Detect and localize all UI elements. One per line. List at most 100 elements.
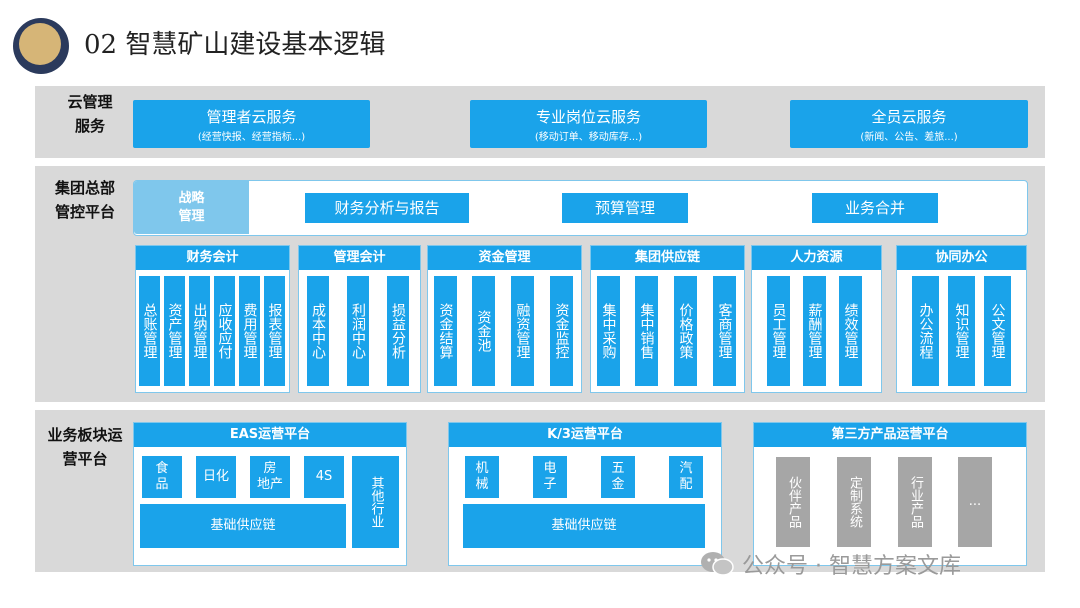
platform-third-party-head: 第三方产品运营平台	[754, 423, 1026, 447]
module-fund-monitoring[interactable]: 资金监控	[550, 276, 573, 386]
module-knowledge[interactable]: 知识管理	[948, 276, 975, 386]
module-profit-center[interactable]: 利润中心	[347, 276, 369, 386]
group-management-accounting: 管理会计 成本中心 利润中心 损益分析	[298, 245, 421, 393]
module-central-sales[interactable]: 集中销售	[635, 276, 658, 386]
platform-k3: K/3运营平台 机 械 电 子 五 金 汽 配 基础供应链	[448, 422, 722, 566]
group-head: 协同办公	[897, 246, 1026, 270]
module-report[interactable]: 报表管理	[264, 276, 285, 386]
cloud-label-line1: 云管理	[67, 93, 113, 111]
hq-item-financial-analysis[interactable]: 财务分析与报告	[305, 193, 469, 223]
group-financial-accounting: 财务会计 总账管理 资产管理 出纳管理 应收应付 费用管理 报表管理	[135, 245, 290, 393]
strategy-line2: 管理	[178, 209, 205, 224]
watermark: 公众号 · 智慧方案文库	[700, 548, 961, 580]
industry-4s-line1: 4S	[315, 469, 333, 484]
module-pricing-policy[interactable]: 价格政策	[674, 276, 697, 386]
industry-machinery[interactable]: 机 械	[465, 456, 499, 498]
cloud-service-professional[interactable]: 专业岗位云服务 (移动订单、移动库存...)	[470, 100, 707, 148]
module-performance[interactable]: 绩效管理	[839, 276, 862, 386]
hq-item-consolidation[interactable]: 业务合并	[812, 193, 938, 223]
cloud-label-line2: 服务	[74, 117, 105, 135]
module-partner-management[interactable]: 客商管理	[713, 276, 736, 386]
industry-electronics-line2: 子	[543, 477, 557, 492]
cloud-service-professional-name: 专业岗位云服务	[535, 108, 641, 126]
industry-auto-parts[interactable]: 汽 配	[669, 456, 703, 498]
cloud-service-manager[interactable]: 管理者云服务 (经营快报、经营指标...)	[133, 100, 370, 148]
industry-electronics-line1: 电	[543, 461, 557, 476]
k3-base-supply-chain[interactable]: 基础供应链	[463, 504, 705, 548]
industry-food-line2: 品	[155, 477, 169, 492]
group-collaboration: 协同办公 办公流程 知识管理 公文管理	[896, 245, 1027, 393]
cloud-service-all-staff-desc: (新闻、公告、差旅...)	[860, 132, 958, 143]
industry-electronics[interactable]: 电 子	[533, 456, 567, 498]
eas-base-supply-chain[interactable]: 基础供应链	[140, 504, 346, 548]
product-more[interactable]: ...	[958, 457, 992, 547]
industry-food-line1: 食	[155, 461, 169, 476]
module-cash-pool[interactable]: 资金池	[472, 276, 495, 386]
module-settlement[interactable]: 资金结算	[434, 276, 457, 386]
module-financing[interactable]: 融资管理	[511, 276, 534, 386]
module-pl-analysis[interactable]: 损益分析	[387, 276, 409, 386]
module-cashier[interactable]: 出纳管理	[189, 276, 210, 386]
module-receivable-payable[interactable]: 应收应付	[214, 276, 235, 386]
business-label-line1: 业务板块运	[47, 426, 123, 444]
page-title: 02 智慧矿山建设基本逻辑	[84, 30, 386, 60]
cloud-service-manager-desc: (经营快报、经营指标...)	[197, 132, 306, 143]
industry-auto-parts-line2: 配	[679, 477, 693, 492]
group-treasury: 资金管理 资金结算 资金池 融资管理 资金监控	[427, 245, 582, 393]
module-general-ledger[interactable]: 总账管理	[139, 276, 160, 386]
industry-real-estate-line1: 房	[263, 461, 277, 476]
platform-eas-head: EAS运营平台	[134, 423, 406, 447]
industry-machinery-line1: 机	[475, 461, 489, 476]
industry-auto-parts-line1: 汽	[679, 461, 693, 476]
product-custom-system[interactable]: 定制系统	[837, 457, 871, 547]
module-cost-center[interactable]: 成本中心	[307, 276, 329, 386]
hq-band-label: 集团总部 管控平台	[45, 176, 125, 224]
industry-food[interactable]: 食 品	[142, 456, 182, 498]
module-employee[interactable]: 员工管理	[767, 276, 790, 386]
industry-other[interactable]: 其他行业	[352, 456, 399, 548]
module-compensation[interactable]: 薪酬管理	[803, 276, 826, 386]
industry-daily-chemical-line1: 日化	[202, 469, 229, 484]
cloud-service-manager-name: 管理者云服务	[206, 108, 297, 126]
logo-disc	[19, 23, 61, 65]
business-band-label: 业务板块运 营平台	[40, 423, 130, 471]
business-label-line2: 营平台	[62, 450, 108, 468]
industry-machinery-line2: 械	[475, 477, 489, 492]
strategy-management[interactable]: 战略 管理	[134, 181, 249, 234]
module-asset[interactable]: 资产管理	[164, 276, 185, 386]
cloud-service-all-staff-name: 全员云服务	[871, 108, 947, 126]
strategy-line1: 战略	[178, 191, 205, 206]
watermark-text: 公众号 · 智慧方案文库	[742, 554, 961, 579]
cloud-service-all-staff[interactable]: 全员云服务 (新闻、公告、差旅...)	[790, 100, 1028, 148]
group-head: 管理会计	[299, 246, 420, 270]
module-document[interactable]: 公文管理	[984, 276, 1011, 386]
industry-4s[interactable]: 4S	[304, 456, 344, 498]
module-central-purchasing[interactable]: 集中采购	[597, 276, 620, 386]
hq-strategy-row: 战略 管理 财务分析与报告 预算管理 业务合并	[133, 180, 1028, 236]
hq-item-budget[interactable]: 预算管理	[562, 193, 688, 223]
platform-k3-head: K/3运营平台	[449, 423, 721, 447]
hq-label-line2: 管控平台	[54, 203, 115, 221]
group-head: 财务会计	[136, 246, 289, 270]
industry-real-estate[interactable]: 房 地产	[250, 456, 290, 498]
chat-bubble-icon	[701, 552, 734, 576]
group-head: 资金管理	[428, 246, 581, 270]
industry-daily-chemical[interactable]: 日化	[196, 456, 236, 498]
platform-eas: EAS运营平台 食 品 日化 房 地产 4S 其他行业 基础供应链	[133, 422, 407, 566]
industry-hardware[interactable]: 五 金	[601, 456, 635, 498]
product-partner[interactable]: 伙伴产品	[776, 457, 810, 547]
group-hr: 人力资源 员工管理 薪酬管理 绩效管理	[751, 245, 882, 393]
module-expense[interactable]: 费用管理	[239, 276, 260, 386]
hq-label-line1: 集团总部	[54, 179, 115, 197]
cloud-band-label: 云管理 服务	[50, 90, 130, 138]
industry-hardware-line1: 五	[611, 461, 625, 476]
module-office-workflow[interactable]: 办公流程	[912, 276, 939, 386]
group-supply-chain: 集团供应链 集中采购 集中销售 价格政策 客商管理	[590, 245, 745, 393]
platform-third-party: 第三方产品运营平台 伙伴产品 定制系统 行业产品 ...	[753, 422, 1027, 566]
cloud-service-professional-desc: (移动订单、移动库存...)	[534, 132, 643, 143]
industry-real-estate-line2: 地产	[256, 477, 283, 492]
industry-hardware-line2: 金	[611, 477, 625, 492]
group-head: 人力资源	[752, 246, 881, 270]
group-head: 集团供应链	[591, 246, 744, 270]
product-industry[interactable]: 行业产品	[898, 457, 932, 547]
